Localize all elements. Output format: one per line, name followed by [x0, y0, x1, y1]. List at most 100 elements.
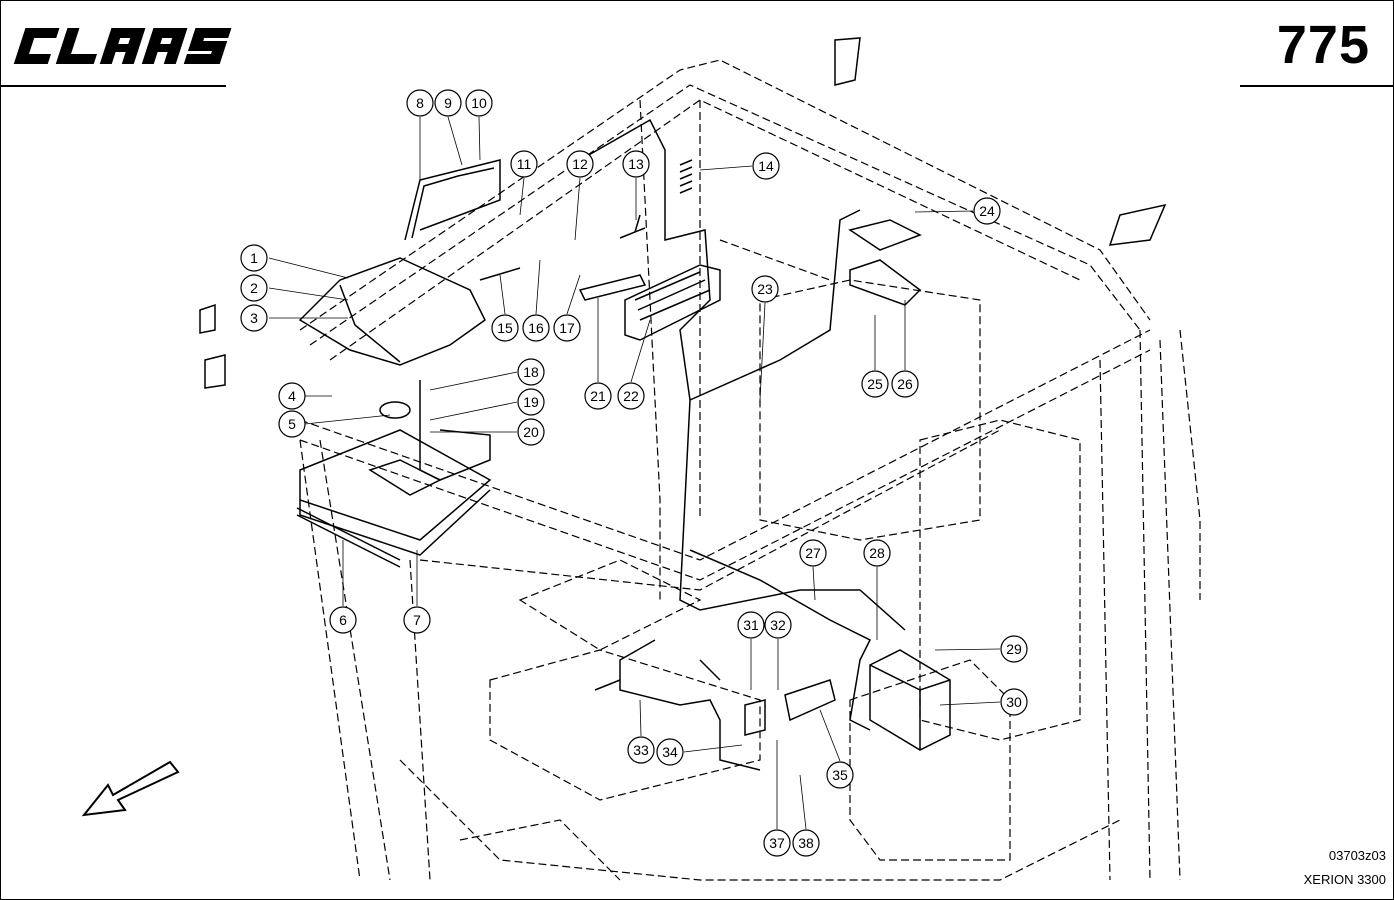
page-number: 775: [1276, 15, 1370, 75]
callout-circle: [406, 89, 434, 117]
callout-number: 18: [523, 364, 539, 380]
callout-circle: [517, 418, 545, 446]
callout-35: 35: [826, 761, 854, 789]
callout-34: 34: [656, 738, 684, 766]
callout-circle: [973, 197, 1001, 225]
callout-circle: [1000, 688, 1028, 716]
callout-circle: [403, 606, 431, 634]
callout-circle: [240, 304, 268, 332]
callout-number: 19: [523, 394, 539, 410]
callout-circle: [278, 410, 306, 438]
callout-number: 9: [444, 95, 452, 111]
callout-15: 15: [491, 314, 519, 342]
callout-24: 24: [973, 197, 1001, 225]
callout-5: 5: [278, 410, 306, 438]
callout-circle: [491, 314, 519, 342]
callout-circle: [553, 314, 581, 342]
callout-number: 23: [757, 281, 773, 297]
callout-number: 27: [805, 545, 821, 561]
callout-12: 12: [566, 150, 594, 178]
callout-3: 3: [240, 304, 268, 332]
callout-1: 1: [240, 244, 268, 272]
callout-circle: [751, 275, 779, 303]
callout-17: 17: [553, 314, 581, 342]
callout-circle: [764, 611, 792, 639]
callout-number: 7: [413, 612, 421, 628]
callout-circle: [517, 358, 545, 386]
model-name: XERION 3300: [1303, 872, 1386, 887]
callout-38: 38: [792, 829, 820, 857]
callout-circle: [517, 388, 545, 416]
callout-circle: [1000, 635, 1028, 663]
callout-number: 31: [743, 617, 759, 633]
callout-7: 7: [403, 606, 431, 634]
callout-30: 30: [1000, 688, 1028, 716]
callout-circle: [434, 89, 462, 117]
callout-number: 8: [416, 95, 424, 111]
callout-circle: [522, 314, 550, 342]
callout-10: 10: [465, 89, 493, 117]
callout-number: 33: [633, 742, 649, 758]
callout-circle: [329, 606, 357, 634]
callout-33: 33: [627, 736, 655, 764]
callout-circle: [627, 736, 655, 764]
callout-number: 24: [979, 203, 995, 219]
callout-circle: [617, 382, 645, 410]
callout-circle: [826, 761, 854, 789]
callout-circle: [763, 829, 791, 857]
callout-number: 13: [628, 156, 644, 172]
callout-27: 27: [799, 539, 827, 567]
callout-circle: [240, 274, 268, 302]
parts-solid: [199, 37, 1167, 771]
cab-frame-dashed: [299, 59, 1201, 881]
callout-number: 15: [497, 320, 513, 336]
callout-circle: [891, 370, 919, 398]
callout-number: 32: [770, 617, 786, 633]
callout-number: 1: [250, 250, 258, 266]
callout-number: 16: [528, 320, 544, 336]
callout-circle: [863, 539, 891, 567]
header-rule-right: [1240, 85, 1393, 87]
callout-32: 32: [764, 611, 792, 639]
callout-29: 29: [1000, 635, 1028, 663]
callout-14: 14: [752, 152, 780, 180]
callout-number: 6: [339, 612, 347, 628]
callout-25: 25: [861, 370, 889, 398]
callout-circle: [861, 370, 889, 398]
callout-20: 20: [517, 418, 545, 446]
callout-circle: [792, 829, 820, 857]
callout-8: 8: [406, 89, 434, 117]
callout-26: 26: [891, 370, 919, 398]
claas-logo: [10, 14, 240, 74]
header-rule-left: [0, 85, 226, 87]
callout-number: 11: [517, 156, 532, 172]
callout-2: 2: [240, 274, 268, 302]
callout-number: 17: [559, 320, 575, 336]
callout-number: 37: [769, 835, 785, 851]
callout-number: 29: [1006, 641, 1022, 657]
callout-number: 2: [250, 280, 258, 296]
callout-number: 14: [758, 158, 774, 174]
callout-6: 6: [329, 606, 357, 634]
callout-21: 21: [584, 382, 612, 410]
arrow-down-left-icon: [81, 760, 180, 817]
callout-circle: [566, 150, 594, 178]
callout-number: 10: [471, 95, 487, 111]
callout-number: 4: [288, 388, 296, 404]
callout-circle: [278, 382, 306, 410]
callout-11: 11: [510, 150, 538, 178]
callout-circle: [465, 89, 493, 117]
callout-19: 19: [517, 388, 545, 416]
callout-13: 13: [622, 150, 650, 178]
callout-number: 5: [288, 416, 296, 432]
callout-number: 22: [623, 388, 639, 404]
callout-37: 37: [763, 829, 791, 857]
callout-number: 34: [662, 744, 678, 760]
leader-lines: [268, 116, 1001, 830]
callout-circle: [752, 152, 780, 180]
callout-number: 38: [798, 835, 814, 851]
callout-circle: [799, 539, 827, 567]
callout-number: 28: [869, 545, 885, 561]
